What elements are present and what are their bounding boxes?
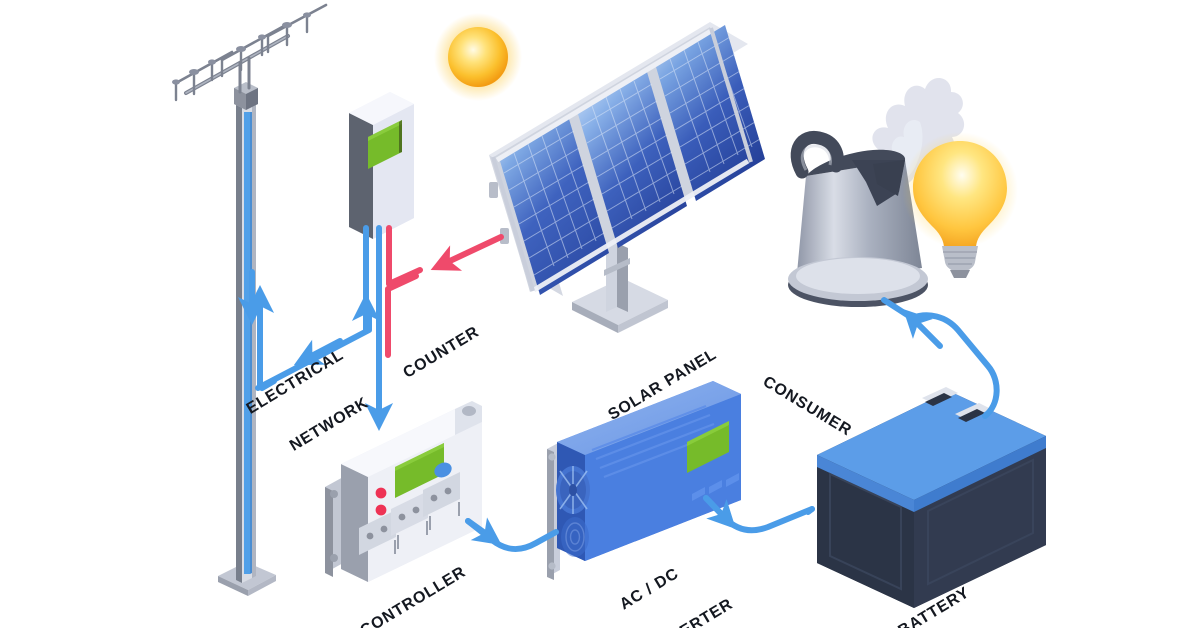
controller	[325, 401, 482, 582]
solar-panel-section-left	[500, 119, 609, 295]
controller-led-2	[375, 504, 387, 516]
wire-network-elbow	[257, 378, 277, 391]
wire-solar-to-counter	[385, 234, 504, 358]
converter-cooling-fan	[556, 466, 590, 514]
controller-lcd-display	[395, 443, 444, 498]
pole-crossarm-antenna	[174, 3, 328, 102]
solar-panel-section-middle	[578, 72, 687, 248]
ac-dc-converter	[547, 381, 741, 580]
wire-battery-stub	[805, 506, 815, 515]
wire-converter-to-battery	[703, 495, 815, 534]
solar-panel	[489, 22, 765, 333]
controller-button[interactable]	[432, 460, 454, 480]
converter-vent	[561, 517, 589, 557]
controller-led-1	[375, 487, 387, 499]
battery-terminals	[922, 387, 991, 422]
converter-buttons[interactable]	[692, 473, 739, 501]
kettle	[788, 77, 965, 307]
light-bulb	[902, 132, 1018, 278]
wire-controller-to-converter	[465, 517, 559, 552]
battery	[817, 387, 1046, 608]
wire-pole-bidirectional	[237, 269, 275, 389]
counter-lcd-display	[368, 120, 402, 169]
wire-network-to-pole	[255, 255, 372, 391]
pole-insulators	[172, 12, 311, 85]
solar-panel-section-right	[656, 25, 765, 201]
wire-battery-to-consumer	[881, 297, 1000, 419]
solar-panel-mount-clips	[489, 182, 509, 244]
converter-lcd-display	[687, 421, 729, 473]
wire-counter-red-riser	[386, 225, 423, 287]
controller-terminal-block	[359, 472, 460, 568]
solar-panel-base	[572, 243, 668, 333]
counter-meter	[349, 92, 414, 239]
sun	[434, 13, 522, 101]
utility-pole	[172, 3, 328, 596]
